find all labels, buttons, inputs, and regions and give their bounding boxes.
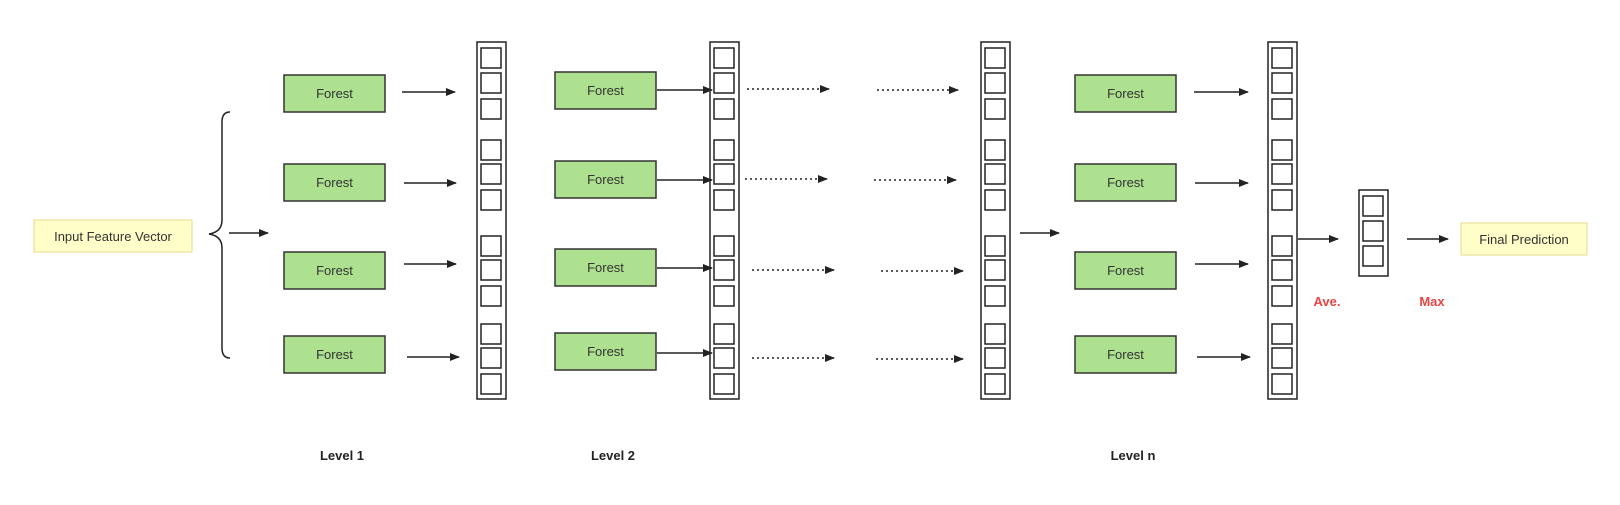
forest-label: Forest xyxy=(587,260,624,275)
vector-cell xyxy=(480,347,502,369)
vector-cell xyxy=(480,323,502,345)
vector-cell xyxy=(1271,72,1293,94)
final-prediction-node: Final Prediction xyxy=(1460,222,1588,256)
forest-label: Forest xyxy=(1107,347,1144,362)
level-2-label: Level 2 xyxy=(591,448,635,463)
forest-label: Forest xyxy=(316,86,353,101)
vector-cell xyxy=(480,139,502,161)
vector-cell xyxy=(713,235,735,257)
forest-label: Forest xyxy=(1107,263,1144,278)
class-vector-1 xyxy=(476,41,507,400)
level-1-forest-node: Forest xyxy=(283,163,386,202)
forest-label: Forest xyxy=(587,344,624,359)
vector-cell xyxy=(713,72,735,94)
vector-cell xyxy=(1271,347,1293,369)
forest-label: Forest xyxy=(1107,86,1144,101)
vector-cell xyxy=(713,373,735,395)
input-brace xyxy=(208,111,231,359)
average-label: Ave. xyxy=(1314,294,1341,309)
vector-cell xyxy=(713,259,735,281)
class-vectors xyxy=(476,41,1298,400)
vector-cell xyxy=(480,47,502,69)
level-1-forest-node: Forest xyxy=(283,251,386,290)
vector-cell xyxy=(984,163,1006,185)
level-1-label: Level 1 xyxy=(320,448,364,463)
level-n-forest-node: Forest xyxy=(1074,163,1177,202)
level-1-forest-node: Forest xyxy=(283,74,386,113)
final-prediction-label: Final Prediction xyxy=(1479,232,1569,247)
level-2-forest-node: Forest xyxy=(554,248,657,287)
class-vector-2 xyxy=(709,41,740,400)
vector-cell xyxy=(480,235,502,257)
vector-cell xyxy=(713,139,735,161)
vector-cell xyxy=(984,235,1006,257)
vector-cell xyxy=(480,98,502,120)
input-feature-vector-node: Input Feature Vector xyxy=(33,219,193,253)
class-vector-3 xyxy=(980,41,1011,400)
vector-cell xyxy=(984,259,1006,281)
forest-nodes: ForestForestForestForestForestForestFore… xyxy=(283,71,1177,374)
forest-label: Forest xyxy=(316,347,353,362)
level-2-forest-node: Forest xyxy=(554,71,657,110)
vector-cell xyxy=(1271,259,1293,281)
level-2-forest-node: Forest xyxy=(554,160,657,199)
class-vector-4 xyxy=(1267,41,1298,400)
forest-label: Forest xyxy=(1107,175,1144,190)
level-n-forest-node: Forest xyxy=(1074,335,1177,374)
max-label: Max xyxy=(1419,294,1445,309)
vector-cell xyxy=(1271,139,1293,161)
forest-label: Forest xyxy=(316,175,353,190)
vector-cell xyxy=(713,47,735,69)
vector-cell xyxy=(713,285,735,307)
vector-cell xyxy=(480,285,502,307)
level-n-forest-node: Forest xyxy=(1074,74,1177,113)
connector-arrows xyxy=(402,85,1449,363)
vector-cell xyxy=(713,189,735,211)
level-n-label: Level n xyxy=(1111,448,1156,463)
vector-cell xyxy=(480,373,502,395)
vector-cell xyxy=(1271,98,1293,120)
vector-cell xyxy=(480,163,502,185)
average-vector xyxy=(1358,189,1389,277)
vector-cell xyxy=(480,189,502,211)
vector-cell xyxy=(713,347,735,369)
vector-cell xyxy=(480,259,502,281)
vector-cell xyxy=(984,347,1006,369)
vector-cell xyxy=(984,285,1006,307)
vector-cell xyxy=(984,47,1006,69)
level-2-forest-node: Forest xyxy=(554,332,657,371)
vector-cell xyxy=(1271,47,1293,69)
vector-cell xyxy=(1271,235,1293,257)
vector-cell xyxy=(713,98,735,120)
vector-cell xyxy=(1271,373,1293,395)
vector-cell xyxy=(984,189,1006,211)
vector-cell xyxy=(984,72,1006,94)
vector-cell xyxy=(1271,189,1293,211)
vector-cell xyxy=(984,373,1006,395)
vector-cell xyxy=(1271,163,1293,185)
vector-cell xyxy=(713,163,735,185)
vector-cell xyxy=(1271,285,1293,307)
forest-label: Forest xyxy=(587,172,624,187)
level-1-forest-node: Forest xyxy=(283,335,386,374)
vector-cell xyxy=(480,72,502,94)
vector-cell xyxy=(984,323,1006,345)
vector-cell xyxy=(984,139,1006,161)
forest-label: Forest xyxy=(587,83,624,98)
vector-cell xyxy=(984,98,1006,120)
level-n-forest-node: Forest xyxy=(1074,251,1177,290)
input-feature-vector-label: Input Feature Vector xyxy=(54,229,172,244)
vector-cell xyxy=(1271,323,1293,345)
forest-label: Forest xyxy=(316,263,353,278)
vector-cell xyxy=(713,323,735,345)
